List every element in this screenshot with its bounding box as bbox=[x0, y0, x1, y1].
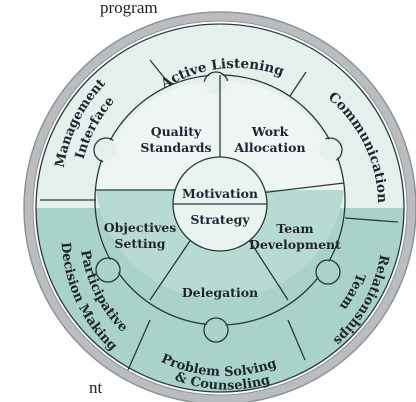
label-allocation: Allocation bbox=[233, 140, 305, 155]
label-quality: Quality bbox=[151, 124, 202, 139]
side-text-fragment-1: program bbox=[100, 0, 158, 17]
hub-motivation: Motivation bbox=[182, 186, 258, 201]
outer-ring-dividers bbox=[40, 59, 399, 371]
label-delegation: Delegation bbox=[182, 285, 258, 300]
label-development: Development bbox=[249, 237, 341, 252]
inner-dividers bbox=[96, 75, 345, 301]
label-standards: Standards bbox=[140, 140, 211, 155]
label-work: Work bbox=[251, 124, 289, 139]
label-team: Team bbox=[276, 221, 313, 236]
side-text-fragment-4: nt bbox=[89, 378, 103, 397]
label-objectives: Objectives bbox=[104, 220, 177, 235]
hub-strategy: Strategy bbox=[190, 212, 250, 227]
label-setting: Setting bbox=[114, 236, 165, 251]
outer-ring-edge bbox=[35, 23, 405, 393]
